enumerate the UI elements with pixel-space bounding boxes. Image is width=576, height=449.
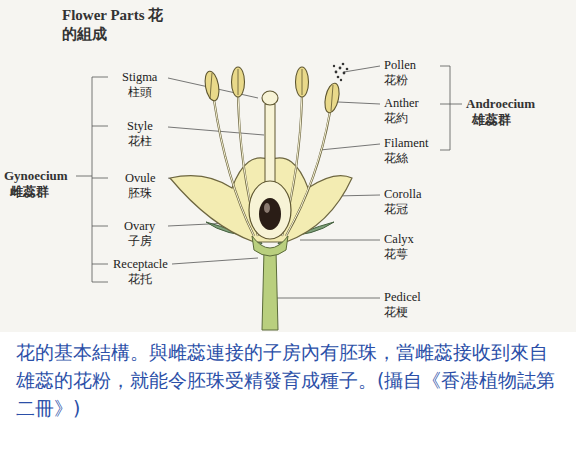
part-label: Ovule	[125, 171, 156, 186]
part-label: Pedicel	[384, 290, 421, 305]
caption-text: 花的基本結構。與雌蕊連接的子房內有胚珠，當雌蕊接收到來自雄蕊的花粉，就能令胚珠受…	[16, 338, 564, 422]
part-label: Anther	[384, 96, 419, 111]
part-label: 雌蕊群	[10, 184, 49, 199]
part-label: 花柱	[128, 134, 152, 149]
flower-illustration	[0, 0, 576, 332]
part-label: Ovary	[124, 219, 155, 234]
part-label: Androecium	[466, 96, 535, 111]
part-label: 花粉	[384, 73, 408, 88]
part-label: Calyx	[384, 232, 414, 247]
part-label: 胚珠	[128, 186, 152, 201]
part-label: 花冠	[384, 202, 408, 217]
part-label: Filament	[384, 136, 428, 151]
part-label: 雄蕊群	[472, 112, 511, 127]
part-label: Style	[127, 119, 153, 134]
part-label: 花絲	[384, 151, 408, 166]
part-label: Receptacle	[113, 257, 168, 272]
diagram-title: Flower Parts 花的組成	[62, 6, 172, 44]
part-label: Gynoecium	[4, 168, 68, 183]
part-label: 柱頭	[128, 85, 152, 100]
part-label: Stigma	[122, 70, 157, 85]
part-label: 子房	[128, 234, 152, 249]
part-label: Pollen	[384, 58, 416, 73]
part-label: 花萼	[384, 247, 408, 262]
part-label: 花約	[384, 111, 408, 126]
part-label: 花梗	[384, 305, 408, 320]
part-label: 花托	[128, 272, 152, 287]
part-label: Corolla	[384, 187, 422, 202]
